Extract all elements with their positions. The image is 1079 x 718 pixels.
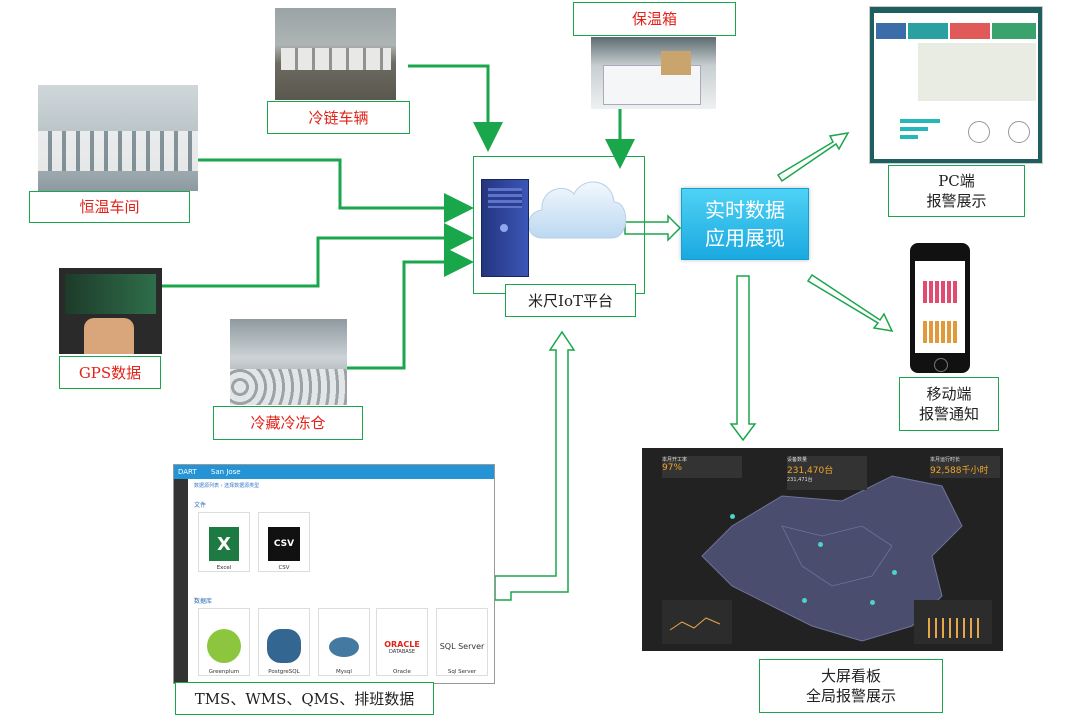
kpi-label: 本月开工率 [662, 457, 688, 463]
cold-storage-label: 冷藏冷冻仓 [213, 406, 363, 440]
workshop-label: 恒温车间 [29, 191, 190, 223]
greenplum-tile[interactable]: Greenplum [198, 608, 250, 676]
bar-chart-panel [914, 600, 992, 644]
workshop-photo [38, 85, 198, 191]
dart-topbar: DART San Jose [174, 465, 494, 479]
hollow-arrow-from-datasources [494, 330, 576, 601]
map-marker [892, 570, 897, 575]
kpi-value: 92,588千小时 [930, 466, 989, 476]
cold-chain-vehicles-photo [275, 8, 396, 100]
dart-section-files: 文件 [194, 502, 207, 509]
hollow-arrow-to-pc [776, 132, 850, 183]
hollow-arrow-to-mobile [806, 273, 894, 332]
csv-label: CSV [278, 565, 290, 571]
kpi-sub: 231,471台 [787, 477, 813, 483]
oracle-tile[interactable]: ORACLE DATABASE Oracle [376, 608, 428, 676]
china-map [701, 475, 963, 642]
hollow-arrow-to-app [624, 214, 682, 242]
dart-user: San Jose [210, 468, 241, 476]
oracle-logo-sub: DATABASE [388, 649, 416, 655]
mobile-alarm-label: 移动端 报警通知 [899, 377, 999, 431]
oracle-label: Oracle [393, 669, 411, 675]
cold-chain-vehicles-label: 冷链车辆 [267, 101, 410, 134]
postgresql-label: PostgreSQL [268, 669, 300, 675]
dart-title: DART [178, 468, 197, 476]
kpi-label: 设备数量 [787, 457, 808, 463]
kpi-value: 97% [662, 463, 683, 473]
kpi-label: 本月运行时长 [930, 457, 961, 463]
sqlserver-tile[interactable]: SQL Server Sql Server [436, 608, 488, 676]
cloud-icon [520, 168, 630, 250]
arrow-workshop [198, 158, 474, 223]
mysql-tile[interactable]: Mysql [318, 608, 370, 676]
kpi-value: 231,470台 [787, 466, 834, 476]
dart-section-db: 数据库 [194, 598, 213, 605]
pc-screen-thumbnail [869, 6, 1043, 164]
map-marker [818, 542, 823, 547]
line-chart-panel [662, 600, 732, 644]
kpi-card-0: 本月开工率 97% [662, 456, 742, 478]
csv-tile[interactable]: CSV CSV [258, 512, 310, 572]
sqlserver-logo: SQL Server [439, 642, 485, 651]
excel-tile[interactable]: X Excel [198, 512, 250, 572]
excel-label: Excel [216, 565, 232, 571]
mysql-label: Mysql [336, 669, 352, 675]
greenplum-label: Greenplum [208, 669, 240, 675]
data-sources-label: TMS、WMS、QMS、排班数据 [175, 682, 434, 715]
oracle-logo: ORACLE [384, 640, 420, 649]
dart-breadcrumb: 数据源列表 › 选择数据源类型 [194, 483, 260, 489]
kpi-card-1: 设备数量 231,470台 231,471台 [787, 456, 867, 490]
incubator-label: 保温箱 [573, 2, 736, 36]
postgresql-tile[interactable]: PostgreSQL [258, 608, 310, 676]
kpi-card-2: 本月运行时长 92,588千小时 [930, 456, 1000, 478]
big-screen-thumbnail: 本月开工率 97% 设备数量 231,470台 231,471台 本月运行时长 … [642, 448, 1003, 651]
dart-sidebar [174, 479, 188, 683]
arrow-storage [346, 247, 474, 370]
realtime-app-box: 实时数据 应用展现 [681, 188, 809, 260]
arrow-gps [161, 223, 474, 288]
gps-data-label: GPS数据 [59, 356, 161, 389]
big-screen-label: 大屏看板 全局报警展示 [759, 659, 943, 713]
dart-screen-thumbnail: DART San Jose 数据源列表 › 选择数据源类型 文件 X Excel… [173, 464, 495, 684]
gps-photo [59, 268, 162, 354]
incubator-photo [591, 37, 716, 109]
map-marker [870, 600, 875, 605]
iot-platform-label: 米尺IoT平台 [505, 284, 636, 317]
hollow-arrow-to-bigscreen [729, 275, 757, 442]
server-icon [481, 179, 529, 277]
mobile-phone-thumbnail [910, 243, 970, 373]
arrow-vehicles [408, 64, 503, 152]
cold-storage-photo [230, 319, 347, 405]
map-marker [730, 514, 735, 519]
pc-alarm-label: PC端 报警展示 [888, 165, 1025, 217]
map-marker [802, 598, 807, 603]
sqlserver-label: Sql Server [447, 669, 477, 675]
